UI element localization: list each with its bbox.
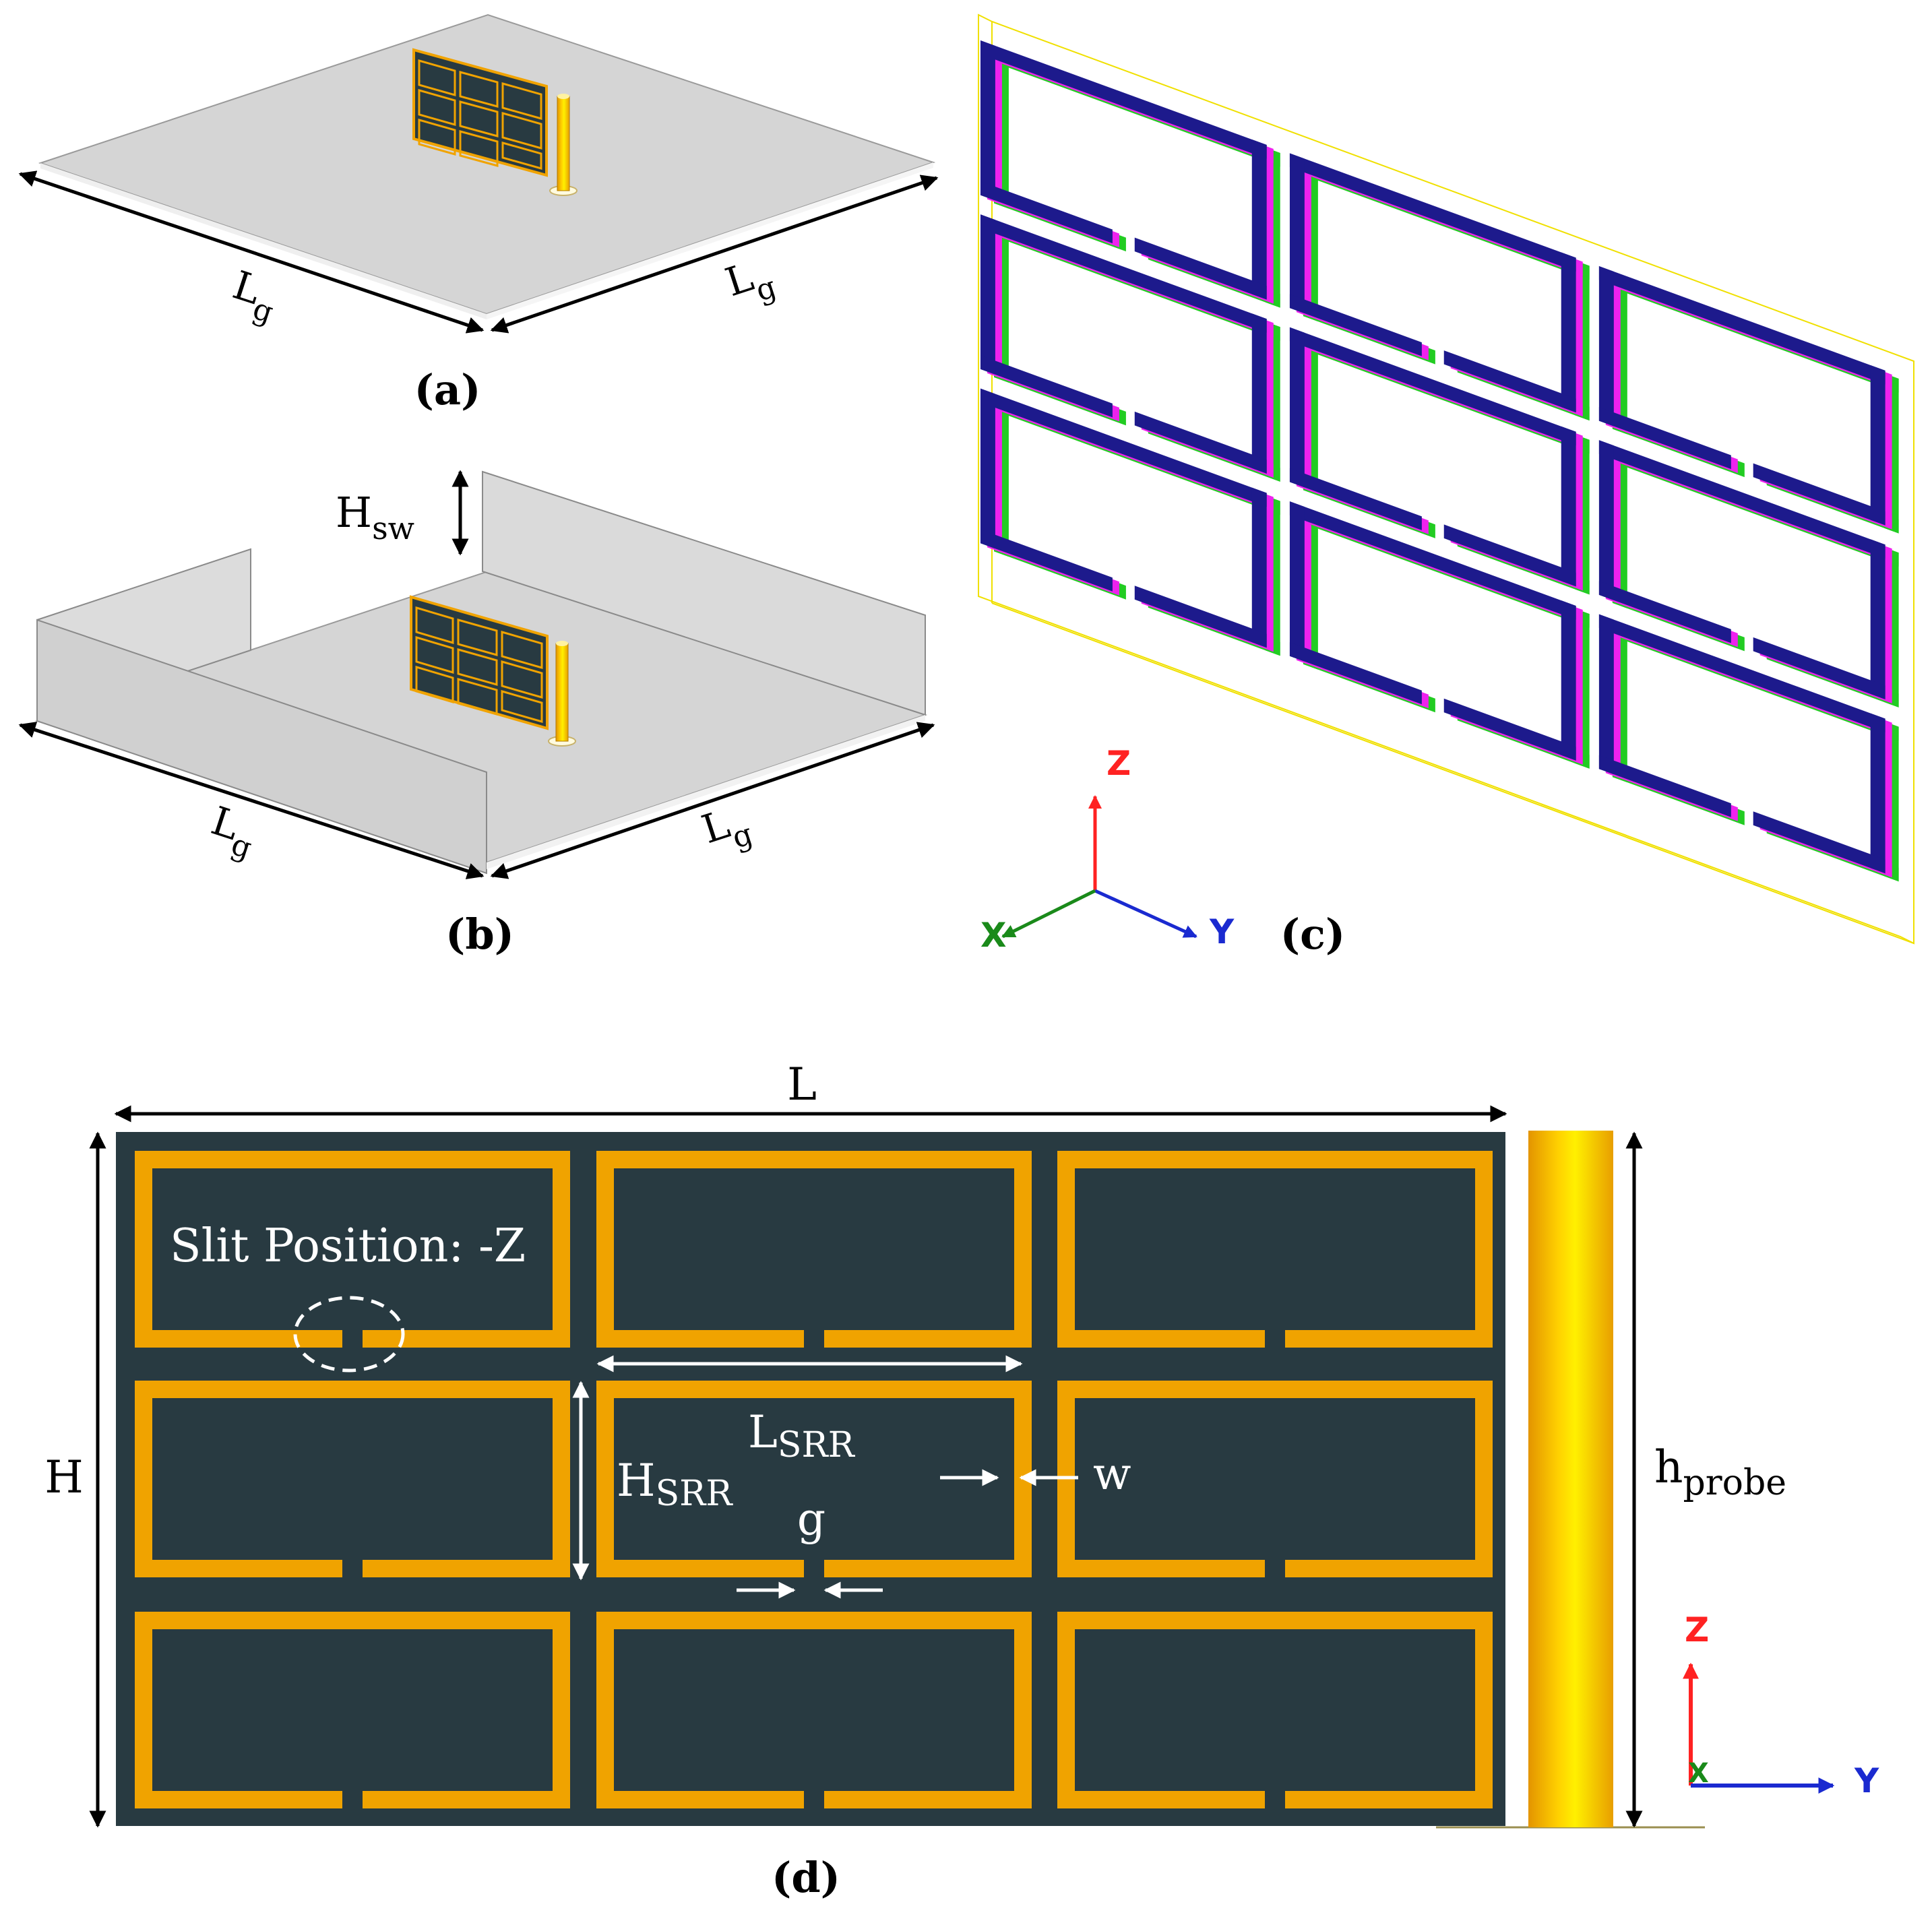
panel-c: Z Y X (c) [978, 13, 1914, 959]
probe [1528, 1131, 1613, 1827]
srr-array-miniature [412, 48, 548, 177]
probe [555, 643, 569, 742]
hsrr-label: HSRR [617, 1455, 733, 1514]
split-ring-resonator [1057, 1612, 1493, 1808]
split-ring-resonator [1057, 1151, 1493, 1348]
split-ring-resonator [1057, 1381, 1493, 1577]
substrate [116, 1132, 1505, 1826]
dimension-arrow-right [490, 722, 935, 879]
srr-rings-perspective [980, 40, 1899, 882]
dimension-arrow-right [490, 175, 939, 334]
panel-caption-b: (b) [445, 910, 514, 959]
wall-height-label: Hsw [336, 488, 414, 546]
height-label: H [44, 1451, 84, 1503]
axis-label-x: X [1688, 1758, 1709, 1789]
split-ring-resonator [596, 1151, 1032, 1348]
split-ring-resonator [1289, 327, 1590, 595]
split-ring-resonator [1598, 614, 1899, 882]
split-ring-resonator [1598, 440, 1899, 707]
axis-label-x: X [980, 916, 1007, 955]
panel-caption-a: (a) [414, 365, 481, 414]
axis-label-y: Y [1854, 1761, 1879, 1800]
probe-height-label: hprobe [1654, 1441, 1786, 1503]
split-ring-resonator [596, 1612, 1032, 1808]
dim-label-left: Lg [202, 798, 263, 866]
panel-d: L H hprobe Slit Position: -Z LSRR HSRR w… [44, 1059, 1879, 1902]
axis-triad-d: X Z Y [1683, 1610, 1879, 1800]
dimension-arrow-left [18, 170, 485, 334]
dim-label-left: Lg [224, 262, 284, 330]
dimension-arrow-left [18, 722, 485, 879]
lsrr-label: LSRR [748, 1406, 856, 1465]
split-ring-resonator [1598, 266, 1899, 534]
axis-label-z: Z [1685, 1610, 1709, 1649]
split-ring-resonator [135, 1151, 570, 1348]
panel-caption-d: (d) [772, 1853, 840, 1902]
axis-label-y: Y [1209, 912, 1235, 951]
dim-label-right: Lg [696, 795, 757, 863]
srr-array-miniature [410, 595, 549, 730]
panel-caption-c: (c) [1280, 910, 1345, 959]
split-ring-resonator [135, 1381, 570, 1577]
axis-label-z: Z [1107, 744, 1131, 783]
srr-rings-front [135, 1151, 1493, 1808]
split-ring-resonator [980, 214, 1280, 482]
panel-b: Hsw Lg Lg (b) [18, 470, 935, 959]
split-ring-resonator [980, 40, 1280, 308]
ground-plane [38, 13, 936, 315]
dim-label-right: Lg [720, 248, 780, 316]
g-label: g [797, 1493, 825, 1545]
probe [557, 96, 570, 191]
axis-triad-c: Z Y X [980, 744, 1235, 955]
length-label: L [787, 1059, 817, 1110]
split-ring-resonator [135, 1612, 570, 1808]
slit-highlight [293, 1296, 405, 1373]
slit-position-label: Slit Position: -Z [170, 1220, 526, 1273]
split-ring-resonator [980, 388, 1280, 656]
w-label: w [1093, 1448, 1131, 1500]
split-ring-resonator [596, 1381, 1032, 1577]
split-ring-resonator [1289, 153, 1590, 421]
split-ring-resonator [1289, 501, 1590, 769]
panel-a: Lg Lg (a) [18, 13, 939, 414]
